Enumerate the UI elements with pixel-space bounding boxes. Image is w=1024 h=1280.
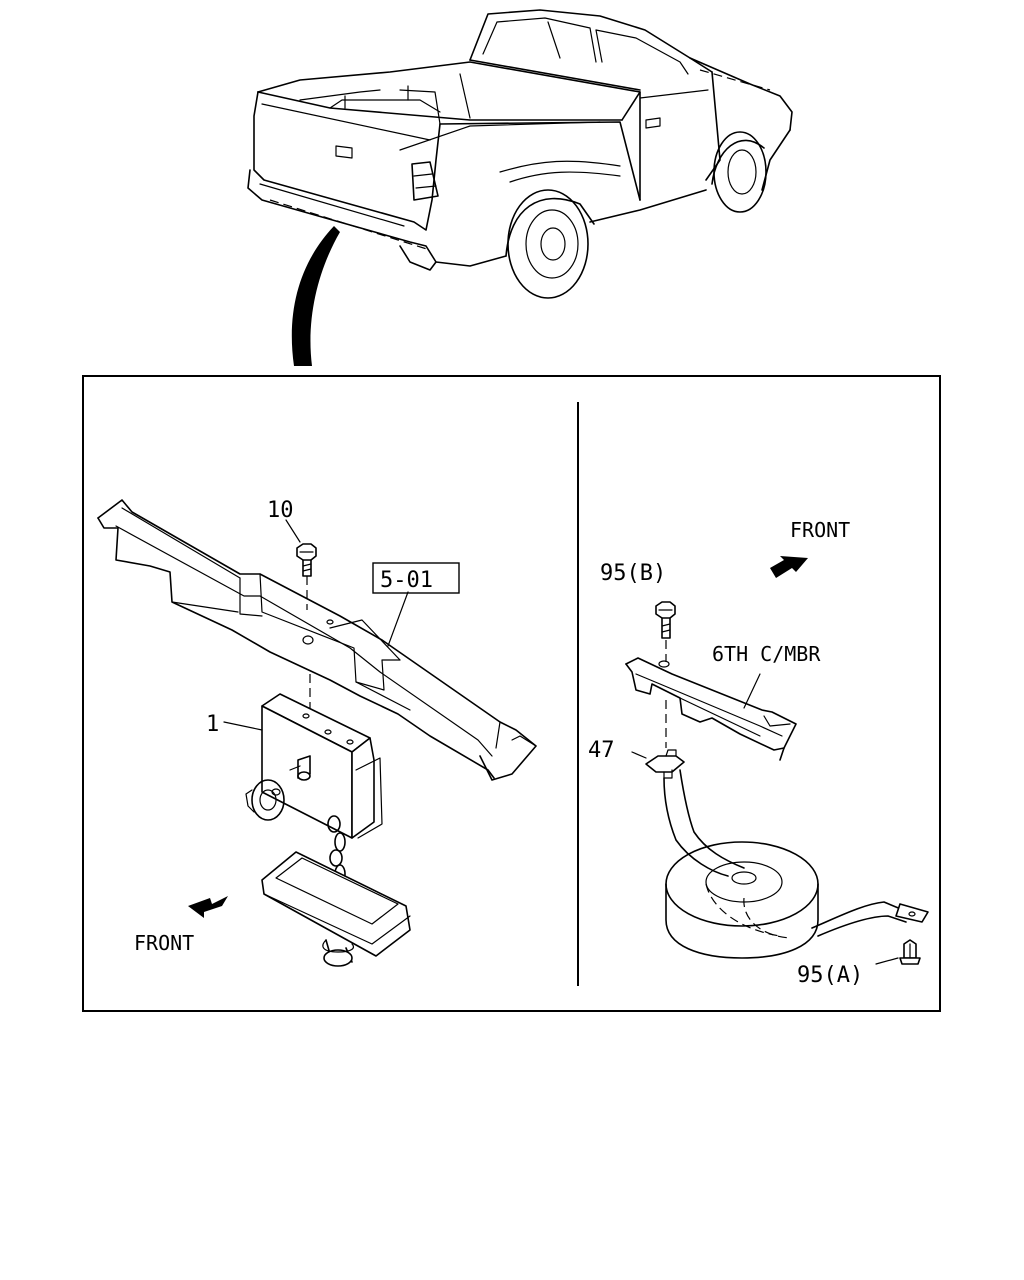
- callout-5-01: 5-01: [380, 568, 433, 593]
- callout-1: 1: [206, 712, 219, 737]
- arrow-down-left-icon: [188, 896, 228, 918]
- callout-6th-crossmember: 6TH C/MBR: [712, 642, 821, 666]
- callout-10: 10: [267, 498, 294, 523]
- left-assembly-illustration: [97, 499, 537, 967]
- right-assembly-illustration: [625, 601, 929, 965]
- front-label-left: FRONT: [134, 931, 194, 955]
- callout-95a: 95(A): [797, 963, 863, 988]
- front-label-right: FRONT: [790, 518, 850, 542]
- pickup-truck-illustration: [247, 9, 793, 366]
- callout-47: 47: [588, 738, 615, 763]
- arrow-up-right-icon: [770, 556, 808, 578]
- callout-5-01-box: [372, 562, 460, 594]
- callout-95b: 95(B): [600, 561, 666, 586]
- detail-frame: [82, 375, 941, 1012]
